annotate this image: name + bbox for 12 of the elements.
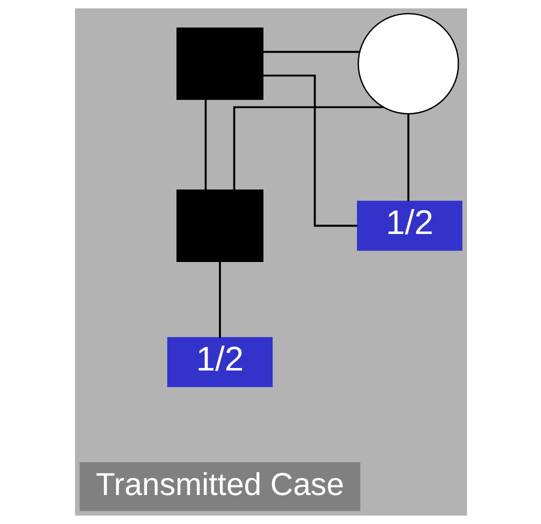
connector (262, 74, 357, 227)
node-box: 1/2 (356, 200, 462, 251)
node-box: Transmitted Case (79, 462, 360, 512)
node-box: 1/2 (166, 337, 272, 388)
connector (232, 106, 383, 190)
connector (406, 114, 409, 202)
node-box (176, 190, 263, 262)
connector (218, 262, 220, 338)
node-circle (357, 12, 459, 114)
connector (204, 100, 206, 190)
connector (262, 50, 360, 53)
node-box (176, 27, 263, 100)
